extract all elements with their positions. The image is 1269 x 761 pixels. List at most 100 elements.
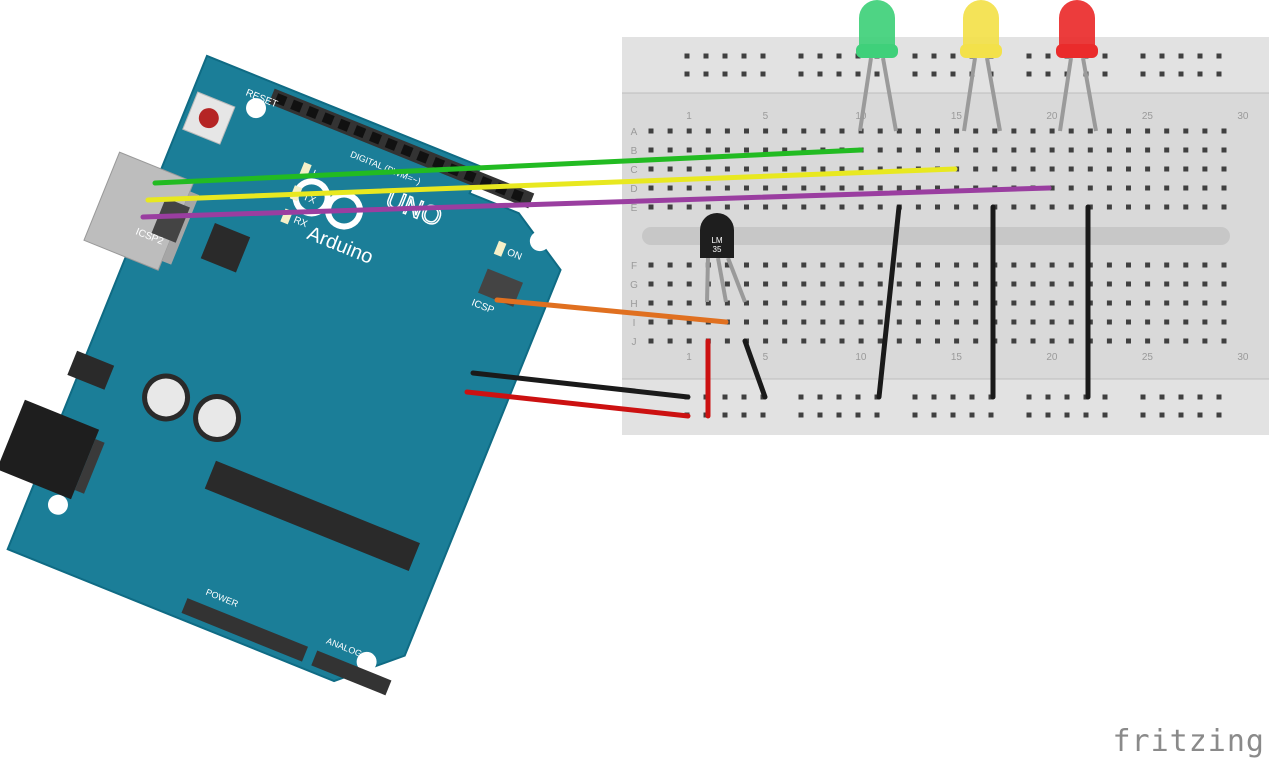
row-letter: G — [630, 280, 638, 291]
breadboard-hole — [1068, 281, 1074, 287]
breadboard-hole — [1126, 319, 1131, 325]
breadboard-hole — [1126, 204, 1131, 210]
breadboard-hole — [724, 262, 730, 268]
breadboard-hole — [935, 319, 940, 325]
breadboard-hole — [1049, 166, 1055, 172]
rail-hole — [741, 412, 747, 418]
breadboard-hole — [724, 338, 730, 344]
breadboard-hole — [648, 319, 654, 325]
breadboard-hole — [1030, 204, 1036, 210]
breadboard-hole — [973, 262, 979, 268]
breadboard-hole — [1106, 338, 1112, 344]
capacitors — [142, 373, 242, 443]
breadboard-hole — [1126, 281, 1131, 287]
breadboard-hole — [935, 300, 940, 306]
breadboard-hole — [1164, 300, 1170, 306]
breadboard-hole — [896, 300, 902, 306]
breadboard-hole — [1126, 166, 1131, 172]
row-letter: C — [630, 165, 637, 176]
breadboard-hole — [1164, 281, 1170, 287]
breadboard-hole — [667, 338, 673, 344]
breadboard-hole — [973, 319, 979, 325]
row-letter: F — [631, 261, 637, 272]
rail-hole — [1197, 71, 1203, 77]
rail-hole — [1140, 71, 1146, 77]
breadboard-hole — [1030, 262, 1036, 268]
breadboard-hole — [839, 300, 845, 306]
rail-hole — [722, 412, 728, 418]
rail-hole — [855, 71, 861, 77]
breadboard-hole — [1183, 262, 1189, 268]
rail-hole — [1064, 394, 1070, 400]
breadboard-hole — [667, 204, 673, 210]
breadboard-hole — [744, 185, 749, 191]
breadboard-hole — [782, 166, 788, 172]
breadboard-hole — [896, 319, 902, 325]
rail-hole — [1102, 394, 1108, 400]
rail-hole — [1045, 71, 1051, 77]
rail-hole — [1178, 53, 1184, 59]
rail-hole — [798, 412, 804, 418]
breadboard-hole — [1164, 128, 1170, 134]
breadboard-hole — [1011, 147, 1017, 153]
breadboard-hole — [1068, 128, 1074, 134]
breadboard-hole — [686, 204, 692, 210]
column-number: 5 — [763, 111, 769, 122]
breadboard-hole — [1049, 128, 1055, 134]
rx-label: RX — [292, 215, 309, 231]
breadboard-hole — [915, 204, 921, 210]
breadboard-hole — [1049, 204, 1055, 210]
breadboard-hole — [915, 338, 921, 344]
rail-hole — [684, 71, 690, 77]
breadboard-hole — [1221, 319, 1227, 325]
breadboard-hole — [973, 166, 979, 172]
rail-hole — [950, 394, 956, 400]
breadboard-hole — [896, 338, 902, 344]
atmega-chip — [204, 460, 420, 571]
breadboard-hole — [935, 147, 940, 153]
breadboard-hole — [686, 128, 692, 134]
breadboard-hole — [954, 185, 960, 191]
rail-hole — [1178, 412, 1184, 418]
breadboard-hole — [724, 147, 730, 153]
breadboard-hole — [686, 300, 692, 306]
rail-hole — [703, 71, 709, 77]
breadboard-hole — [1030, 128, 1036, 134]
breadboard-hole — [1126, 147, 1131, 153]
breadboard-hole — [954, 281, 960, 287]
rail-hole — [1178, 394, 1184, 400]
rail-hole — [931, 53, 937, 59]
breadboard-hole — [1106, 262, 1112, 268]
breadboard-hole — [763, 185, 769, 191]
breadboard-hole — [763, 262, 769, 268]
rail-hole — [1102, 71, 1108, 77]
row-letter: A — [631, 127, 638, 138]
breadboard-hole — [877, 147, 883, 153]
breadboard-hole — [1164, 262, 1170, 268]
breadboard-hole — [954, 338, 960, 344]
breadboard-hole — [801, 185, 807, 191]
reset-button[interactable] — [182, 91, 236, 145]
rail-hole — [950, 71, 956, 77]
breadboard-hole — [1011, 300, 1017, 306]
breadboard-hole — [648, 281, 654, 287]
breadboard-hole — [1183, 185, 1189, 191]
breadboard-hole — [744, 147, 749, 153]
breadboard-hole — [1068, 185, 1074, 191]
breadboard-hole — [763, 281, 769, 287]
breadboard-hole — [839, 166, 845, 172]
breadboard-hole — [915, 262, 921, 268]
rail-hole — [950, 412, 956, 418]
breadboard-hole — [1087, 185, 1093, 191]
breadboard-hole — [724, 300, 730, 306]
digital-pin — [510, 188, 524, 202]
breadboard-hole — [896, 147, 902, 153]
black-wire — [876, 204, 902, 400]
breadboard-hole — [705, 185, 711, 191]
row-letter: I — [633, 318, 636, 329]
breadboard-hole — [724, 281, 730, 287]
breadboard-hole — [1126, 300, 1131, 306]
breadboard-hole — [992, 128, 998, 134]
